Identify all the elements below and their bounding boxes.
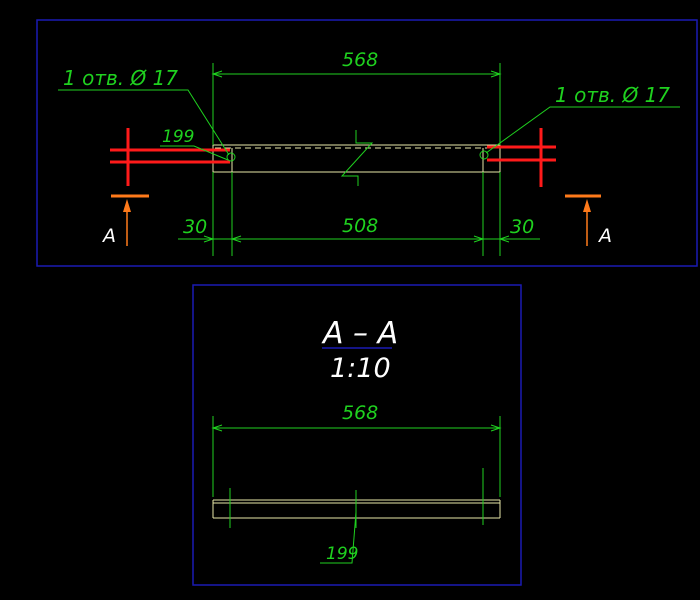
thickness-leader: [160, 145, 229, 161]
dim-thickness-label: 199: [162, 127, 194, 147]
plan-view-frame: [36, 19, 698, 267]
section-hole-axes: [229, 468, 484, 528]
dim-overall-label: 568: [342, 49, 378, 71]
plate-outline: [212, 144, 501, 173]
section-arrow-right: [565, 194, 601, 246]
hole-left: [226, 152, 236, 162]
hole-right: [479, 150, 489, 160]
hole-note-leader-right: [485, 106, 680, 154]
dim-between-holes-label: 508: [342, 215, 378, 237]
hole-note-left: 1 отв. Ø 17: [63, 66, 178, 90]
section-arrow-left: [111, 194, 149, 246]
dim-edge-left-label: 30: [183, 216, 207, 238]
dim-edge-right-label: 30: [510, 216, 534, 238]
section-view: A – A 1:10 568 199: [192, 284, 522, 586]
dimension-chain: [178, 172, 540, 256]
plan-view: 568 30 508 30 199 1 отв. Ø 17 1 отв. Ø 1…: [36, 19, 698, 267]
dimension-overall: [211, 63, 502, 145]
hole-axis-left: [110, 128, 230, 186]
break-line-symbol: [340, 130, 374, 186]
hole-axis-right: [487, 128, 556, 187]
section-dim-overall-label: 568: [342, 402, 378, 424]
section-title: A – A: [321, 316, 398, 351]
section-view-frame: [192, 284, 522, 586]
section-dim-thickness-label: 199: [326, 544, 358, 564]
section-thickness-leader: [320, 511, 357, 564]
section-dimension-overall: [211, 416, 502, 497]
section-mark-left: A: [101, 225, 116, 247]
section-mark-right: A: [597, 225, 612, 247]
hole-note-right: 1 отв. Ø 17: [555, 83, 670, 107]
section-scale: 1:10: [330, 353, 391, 384]
hole-note-leader-left: [58, 89, 230, 156]
